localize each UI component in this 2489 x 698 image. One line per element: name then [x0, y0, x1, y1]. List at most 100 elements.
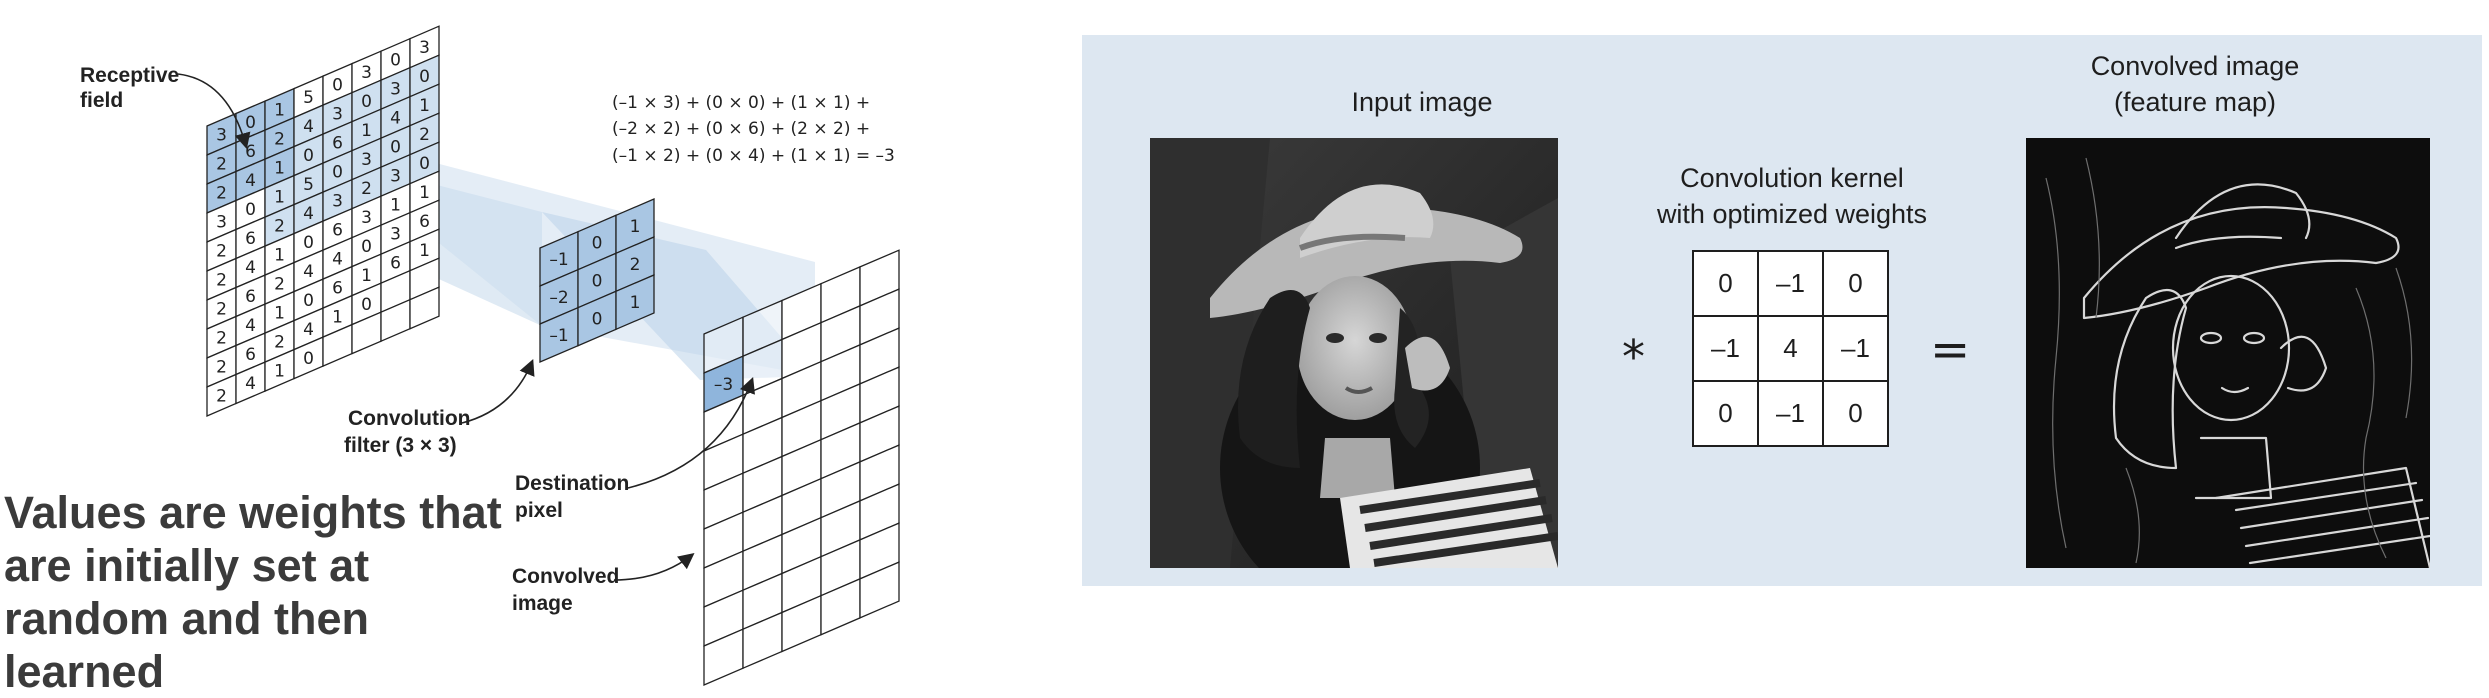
filter-cell-value: –1	[549, 326, 568, 346]
input-cell-value: 4	[303, 117, 314, 137]
filter-cell-value: 0	[592, 310, 603, 330]
input-cell-value: 2	[216, 328, 227, 348]
input-cell-value: 2	[216, 154, 227, 174]
input-cell-value: 2	[274, 216, 285, 236]
input-cell-value: 1	[390, 195, 401, 215]
input-cell-value: 2	[419, 125, 430, 145]
input-cell-value: 1	[419, 96, 430, 116]
filter-cell-value: –1	[549, 250, 568, 270]
input-cell-value: 1	[274, 100, 285, 120]
input-cell-value: 3	[332, 191, 343, 211]
input-cell-value: 1	[361, 121, 372, 141]
input-cell-value: 0	[390, 50, 401, 70]
input-cell-value: 0	[332, 162, 343, 182]
input-cell-value: 6	[332, 133, 343, 153]
input-cell-value: 3	[361, 63, 372, 83]
input-cell-value: 0	[332, 75, 343, 95]
convolved-image-title: Convolved image (feature map)	[2090, 51, 2300, 117]
input-cell-value: 6	[332, 220, 343, 240]
input-cell-value: 1	[274, 361, 285, 381]
input-cell-value: 0	[361, 92, 372, 112]
input-cell-value: 5	[303, 88, 314, 108]
input-cell-value: 1	[332, 307, 343, 327]
input-cell-value: 0	[303, 146, 314, 166]
input-cell-value: 2	[361, 179, 372, 199]
input-cell-value: 1	[274, 187, 285, 207]
input-image	[1150, 138, 1558, 568]
input-cell-value: 1	[419, 183, 430, 203]
convolved-grid: –3	[703, 249, 900, 686]
input-cell-value: 4	[245, 258, 256, 278]
filter-cell-value: 1	[630, 293, 641, 313]
input-cell-value: 2	[274, 129, 285, 149]
input-cell-value: 3	[361, 150, 372, 170]
receptive-field-label: Receptive field	[80, 64, 185, 112]
kernel-cell: –1	[1757, 380, 1824, 447]
input-cell	[409, 286, 440, 330]
filter-grid: –1 0 1 –2 0 2 –1 0 1	[539, 198, 655, 363]
kernel-cell: 4	[1757, 315, 1824, 382]
input-cell-value: 1	[274, 158, 285, 178]
kernel-cell: 0	[1692, 250, 1759, 317]
filter-cell-value: 0	[592, 234, 603, 254]
filter-cell-value: 2	[630, 255, 641, 275]
destination-pixel-label: Destination pixel	[515, 472, 635, 522]
kernel-cell: –1	[1822, 315, 1889, 382]
convolution-filter-arrow	[461, 359, 535, 424]
input-cell-value: 3	[216, 212, 227, 232]
input-cell-value: 2	[216, 183, 227, 203]
input-cell-value: 6	[332, 278, 343, 298]
convolution-filter-label: Convolution filter (3 × 3)	[344, 407, 476, 457]
input-cell-value: 1	[274, 303, 285, 323]
input-cell-value: 5	[303, 175, 314, 195]
multiply-symbol: *	[1622, 330, 1645, 384]
input-cell-value: 4	[245, 316, 256, 336]
receptive-field-arrow	[177, 73, 251, 150]
input-cell-value: 6	[390, 253, 401, 273]
input-cell-value: 0	[419, 154, 430, 174]
filter-cell-value: 0	[592, 272, 603, 292]
input-cell-value: 0	[303, 349, 314, 369]
input-cell-value: 4	[303, 320, 314, 340]
input-cell-value: 0	[303, 291, 314, 311]
output-cell	[859, 561, 900, 619]
input-cell-value: 0	[361, 295, 372, 315]
input-cell-value: 3	[419, 38, 430, 58]
destination-pixel-value: –3	[714, 375, 733, 395]
input-cell-value: 2	[274, 332, 285, 352]
input-cell-value: 2	[216, 241, 227, 261]
input-cell-value: 0	[303, 233, 314, 253]
convolved-image-label: Convolved image	[512, 565, 625, 615]
input-cell-value: 3	[361, 208, 372, 228]
kernel-cell: –1	[1692, 315, 1759, 382]
input-cell-value: 1	[274, 245, 285, 265]
input-cell-value: 0	[390, 137, 401, 157]
kernel-cell: 0	[1822, 380, 1889, 447]
destination-pixel-arrow	[627, 377, 755, 489]
input-grid: 3015030326243030241061413015030226243230…	[206, 25, 440, 417]
input-cell-value: 2	[216, 386, 227, 406]
input-cell-value: 2	[216, 357, 227, 377]
convolution-kernel: 0 –1 0 –1 4 –1 0 –1 0	[1692, 250, 1889, 447]
input-cell-value: 4	[332, 249, 343, 269]
input-cell-value: 0	[245, 113, 256, 133]
input-cell-value: 6	[245, 142, 256, 162]
filter-cell-value: –2	[549, 288, 568, 308]
input-cell-value: 3	[332, 104, 343, 124]
input-cell-value: 4	[303, 262, 314, 282]
input-image-label: Input image	[1351, 87, 1493, 117]
kernel-cell: 0	[1822, 250, 1889, 317]
convolution-equation: (–1 × 3) + (0 × 0) + (1 × 1) + (–2 × 2) …	[612, 93, 895, 166]
input-cell-value: 6	[245, 287, 256, 307]
input-cell-value: 3	[390, 166, 401, 186]
input-cell-value: 3	[390, 224, 401, 244]
weights-note: Values are weights that are initially se…	[4, 487, 502, 697]
input-cell-value: 2	[216, 270, 227, 290]
filter-cell-value: 1	[630, 217, 641, 237]
kernel-label: Convolution kernel with optimized weight…	[1656, 163, 1928, 229]
filter-cell	[615, 274, 655, 331]
convolution-diagram: 3015030326243030241061413015030226243230…	[80, 25, 900, 686]
input-cell-value: 3	[390, 79, 401, 99]
input-cell-value: 2	[274, 274, 285, 294]
kernel-cell: 0	[1692, 380, 1759, 447]
